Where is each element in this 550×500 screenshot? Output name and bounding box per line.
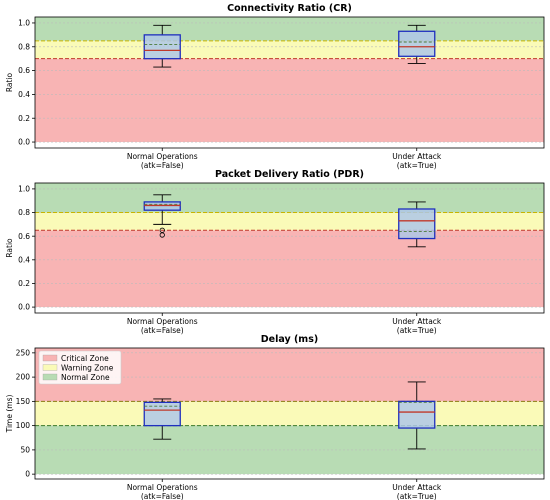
x-tick-label: Under Attack [392,483,442,492]
legend-label: Warning Zone [61,363,114,372]
legend-box [38,350,122,385]
y-tick-label: 100 [16,421,31,430]
axes-frame [34,16,545,149]
legend-swatch [42,364,58,371]
x-tick-sublabel: (atk=True) [397,492,437,500]
y-tick-label: 0.2 [18,114,30,123]
x-tick-label: Normal Operations [127,152,198,161]
x-tick-label: Under Attack [392,152,442,161]
zone-normal [35,17,544,41]
y-tick-label: 0.6 [18,232,30,241]
outlier-point [159,232,165,238]
y-axis-label: Ratio [5,238,14,258]
y-tick-label: 0.0 [18,138,30,147]
x-tick-sublabel: (atk=True) [397,161,437,170]
box-iqr [398,208,436,240]
zone-warning [35,401,544,426]
box-iqr [398,400,436,429]
y-tick-label: 1.0 [18,185,30,194]
x-tick-label: Under Attack [392,317,442,326]
box-iqr [143,401,181,427]
chart-title: Delay (ms) [261,334,318,345]
zone-normal [35,183,544,213]
box-iqr [143,34,181,60]
y-tick-label: 0 [25,470,30,479]
zone-warning [35,40,544,59]
y-tick-label: 250 [16,348,31,357]
y-tick-label: 0.8 [18,42,30,51]
x-tick-sublabel: (atk=False) [141,492,184,500]
x-tick-sublabel: (atk=True) [397,326,437,335]
zone-warning [35,212,544,231]
y-tick-label: 0.4 [18,255,30,264]
axes-frame [34,347,545,480]
x-tick-sublabel: (atk=False) [141,161,184,170]
y-tick-label: 0.8 [18,208,30,217]
y-tick-label: 0.4 [18,90,30,99]
zone-critical [35,230,544,308]
y-tick-label: 0.0 [18,303,30,312]
y-tick-label: 150 [16,397,31,406]
legend-label: Critical Zone [61,354,109,363]
chart-title: Connectivity Ratio (CR) [227,3,352,14]
axes-frame [34,182,545,314]
x-tick-label: Normal Operations [127,317,198,326]
x-tick-label: Normal Operations [127,483,198,492]
y-tick-label: 1.0 [18,19,30,28]
y-tick-label: 0.2 [18,279,30,288]
y-axis-label: Ratio [5,72,14,92]
legend-label: Normal Zone [61,373,110,382]
box-iqr [398,30,436,57]
y-tick-label: 0.6 [18,66,30,75]
y-tick-label: 200 [16,373,31,382]
y-axis-label: Time (ms) [5,395,14,434]
legend-swatch [42,354,58,362]
y-tick-label: 50 [20,445,30,454]
x-tick-sublabel: (atk=False) [141,326,184,335]
legend-swatch [42,373,58,381]
zone-critical [35,58,544,143]
chart-title: Packet Delivery Ratio (PDR) [215,169,364,180]
